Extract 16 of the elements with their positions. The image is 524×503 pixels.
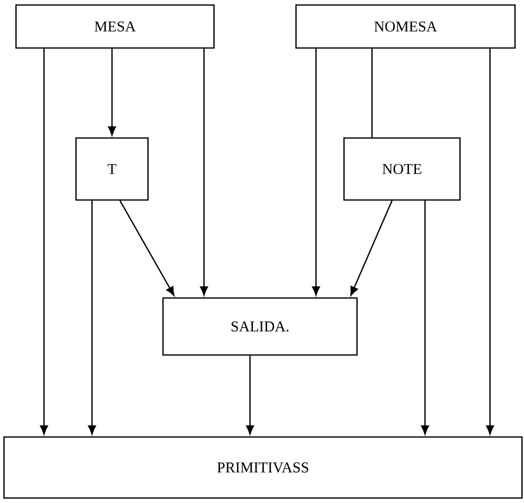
arrow bbox=[486, 48, 494, 435]
arrow bbox=[200, 48, 208, 296]
arrow bbox=[246, 356, 254, 435]
process-box: T bbox=[75, 137, 149, 201]
arrow bbox=[40, 48, 48, 435]
process-box: PRIMITIVASS bbox=[3, 436, 523, 499]
arrow bbox=[350, 200, 393, 296]
arrow bbox=[312, 48, 320, 296]
process-box: NOMESA bbox=[295, 4, 516, 49]
arrow bbox=[108, 48, 116, 136]
process-box: NOTE bbox=[343, 137, 461, 201]
arrow bbox=[119, 200, 174, 296]
arrow bbox=[421, 200, 429, 435]
process-box: MESA bbox=[15, 4, 215, 49]
arrow bbox=[88, 200, 96, 435]
process-box: SALIDA. bbox=[162, 297, 358, 356]
